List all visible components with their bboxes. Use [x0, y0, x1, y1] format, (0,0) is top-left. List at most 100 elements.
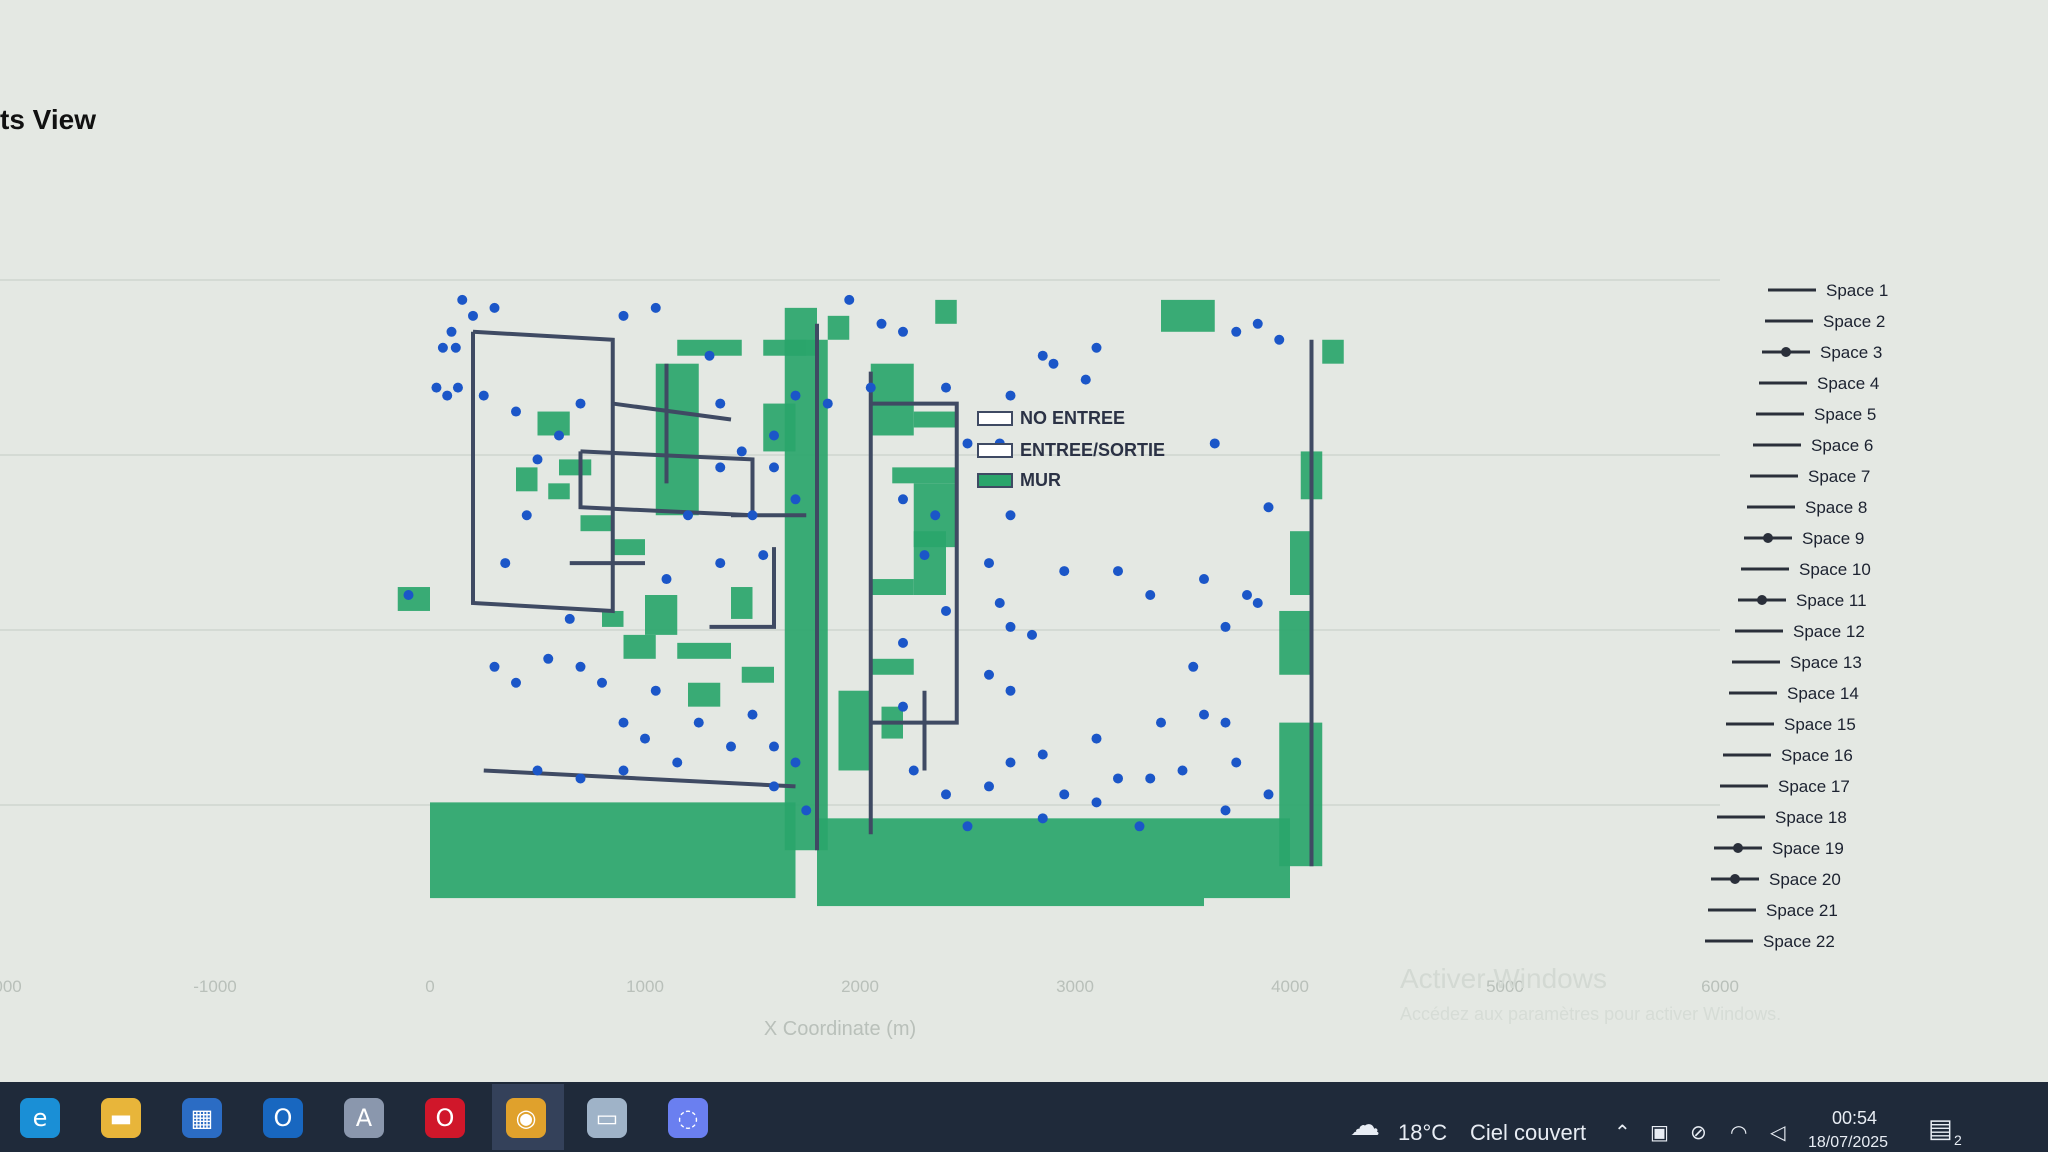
wall-block — [741, 666, 774, 683]
x-tick-label: 4000 — [1271, 977, 1309, 996]
data-point — [1048, 358, 1059, 369]
wall-block — [1204, 818, 1290, 899]
data-point — [790, 390, 801, 401]
data-point — [1005, 685, 1016, 696]
outlook-icon[interactable]: O — [263, 1098, 303, 1138]
data-point — [575, 398, 586, 409]
data-point — [500, 558, 511, 569]
data-point — [715, 398, 726, 409]
wall-block — [838, 690, 871, 771]
data-point — [468, 310, 478, 321]
x-tick-label: 2000 — [841, 977, 879, 996]
notification-count: 2 — [1954, 1132, 1962, 1148]
wall-block — [913, 531, 946, 595]
legend-label: Space 17 — [1778, 777, 1850, 796]
data-point — [511, 677, 521, 688]
wifi-icon[interactable]: ◠ — [1730, 1120, 1748, 1144]
data-point — [1145, 590, 1156, 600]
file-explorer-icon[interactable]: ▬ — [101, 1098, 141, 1138]
data-point — [640, 733, 650, 744]
data-point — [450, 342, 461, 353]
data-point — [489, 661, 500, 672]
data-point — [898, 326, 908, 337]
data-point — [844, 294, 855, 305]
chrome-icon[interactable]: ◉ — [506, 1098, 546, 1138]
data-point — [1145, 773, 1156, 784]
sync-icon[interactable]: ◌ — [668, 1098, 708, 1138]
data-point — [1005, 757, 1016, 768]
data-point — [747, 510, 758, 521]
app-store-icon[interactable]: A — [344, 1098, 384, 1138]
legend-label: Space 22 — [1763, 932, 1835, 951]
meet-now-icon[interactable]: ▣ — [1650, 1120, 1669, 1144]
data-point — [1037, 813, 1048, 824]
wall-block — [580, 515, 613, 532]
store-icon[interactable]: ▦ — [182, 1098, 222, 1138]
mute-icon[interactable]: ⊘ — [1690, 1120, 1707, 1144]
data-point — [1252, 597, 1263, 608]
data-point — [984, 781, 994, 792]
space-outline — [471, 329, 615, 614]
wall-block — [430, 802, 796, 899]
wall-block — [892, 467, 957, 484]
data-point — [452, 382, 463, 393]
data-point — [1059, 566, 1070, 577]
wall-block — [602, 610, 624, 627]
opera-icon[interactable]: O — [425, 1098, 465, 1138]
wall-block — [677, 339, 742, 356]
data-point — [1263, 502, 1274, 513]
notepad-icon[interactable]: ▭ — [587, 1098, 627, 1138]
data-point — [1220, 621, 1231, 632]
data-point — [1199, 574, 1209, 585]
wall-block — [827, 315, 850, 340]
clock-time[interactable]: 00:54 — [1832, 1108, 1878, 1128]
edge-icon[interactable]: e — [20, 1098, 60, 1138]
data-point — [437, 342, 448, 353]
data-point — [1242, 590, 1252, 600]
data-point — [532, 454, 543, 465]
page-title: ts View — [0, 104, 96, 135]
volume-icon[interactable]: ◁ — [1770, 1120, 1786, 1144]
legend-label: Space 18 — [1775, 808, 1847, 827]
chevron-up-icon[interactable]: ⌃ — [1614, 1120, 1631, 1144]
legend-label: Space 20 — [1769, 870, 1841, 889]
wall-block — [655, 363, 699, 516]
wall-block — [935, 299, 957, 324]
data-point — [1156, 717, 1166, 728]
data-point — [597, 677, 607, 688]
data-point — [769, 462, 779, 473]
data-point — [1005, 621, 1016, 632]
wall-block — [817, 818, 1204, 907]
weather-icon[interactable]: ☁ — [1350, 1108, 1380, 1143]
data-point — [898, 637, 908, 648]
data-point — [736, 446, 747, 457]
clock-date[interactable]: 18/07/2025 — [1808, 1134, 1889, 1151]
wall-block — [397, 587, 430, 611]
wall-block — [1322, 339, 1344, 364]
data-point — [1091, 797, 1102, 808]
data-point — [1091, 733, 1102, 744]
data-point — [1091, 342, 1102, 353]
x-tick-label: 0 — [425, 977, 434, 996]
legend-marker — [1730, 874, 1740, 884]
data-point — [715, 462, 726, 473]
data-point — [962, 438, 973, 449]
legend-label: Space 11 — [1796, 591, 1867, 610]
data-point — [984, 669, 994, 680]
data-point — [822, 398, 833, 409]
data-point — [457, 294, 468, 305]
wall-block — [870, 363, 914, 436]
weather-temp: 18°C — [1398, 1120, 1448, 1145]
data-point — [683, 510, 693, 521]
x-tick-label: 5000 — [1486, 977, 1524, 996]
data-point — [1177, 765, 1188, 776]
data-point — [521, 510, 532, 521]
notification-icon[interactable]: ▤ — [1928, 1114, 1953, 1144]
data-point — [618, 717, 629, 728]
legend-label: Space 13 — [1790, 653, 1862, 672]
data-point — [747, 709, 758, 720]
wall-block — [559, 459, 592, 476]
data-point — [715, 558, 726, 569]
wall-block — [784, 339, 828, 851]
legend-marker — [1781, 347, 1791, 357]
